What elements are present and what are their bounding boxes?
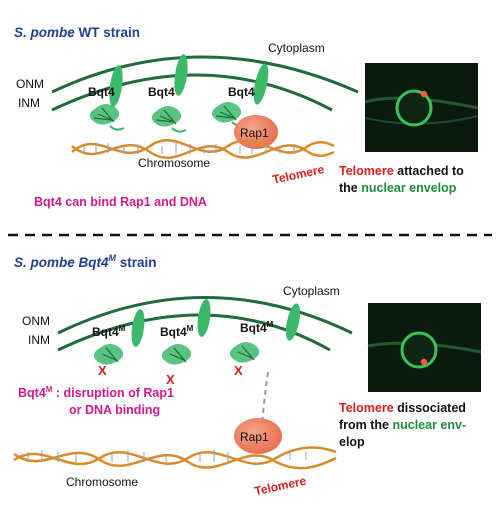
bottom-dna [13, 446, 337, 470]
mutation-x-2: X [166, 372, 175, 387]
bottom-inm-label: INM [28, 333, 50, 347]
top-onm-label: ONM [16, 77, 44, 91]
top-bqt4-label-2: Bqt4 [148, 85, 175, 99]
top-inm-membrane [51, 73, 333, 112]
top-bqt4-domain-1 [89, 104, 125, 131]
top-title: S. pombe WT strain [14, 25, 140, 40]
bottom-caption-line3: elop [339, 435, 365, 449]
top-caption-line2: the nuclear envelop [339, 181, 457, 195]
bottom-bqt4m-label-2: Bqt4M [160, 324, 194, 339]
bottom-microscopy-image [367, 303, 482, 392]
top-microscopy-image [364, 63, 479, 152]
mutation-x-3: X [234, 363, 243, 378]
bottom-bqt4m-domain-3 [229, 342, 260, 363]
top-dna [71, 139, 335, 159]
bottom-rap1 [234, 418, 282, 454]
bottom-onm-membrane [57, 296, 353, 335]
bottom-caption-line1: Telomere dissociated [339, 401, 466, 415]
top-rap1-label: Rap1 [240, 126, 269, 140]
top-bqt4-tm-3 [253, 63, 269, 105]
bottom-bqt4m-tm-3 [285, 303, 301, 341]
top-onm-membrane [51, 55, 359, 94]
top-bqt4-domain-2 [151, 106, 187, 133]
mutation-x-1: X [98, 363, 107, 378]
top-panel: S. pombe WT strain Cytoplasm ONM INM Bqt… [14, 25, 479, 209]
top-bqt4-label-1: Bqt4 [88, 85, 115, 99]
top-bqt4-tm-2 [174, 54, 188, 96]
bottom-caption-line2: from the nuclear env- [339, 418, 466, 432]
top-bqt4-tm-1 [109, 65, 123, 107]
top-bqt4-label-3: Bqt4 [228, 85, 255, 99]
bottom-bqt4m-label-3: Bqt4M [240, 320, 274, 335]
bottom-bqt4m-domain-2 [161, 344, 192, 365]
top-inm-label: INM [18, 96, 40, 110]
bottom-telomere-label: Telomere [253, 474, 308, 499]
bottom-bqt4m-domain-1 [93, 344, 124, 365]
bottom-bqt4m-tm-1 [131, 309, 145, 347]
bottom-onm-label: ONM [22, 314, 50, 328]
bottom-note-line1: Bqt4M : disruption of Rap1 [18, 385, 174, 400]
bottom-cytoplasm-label: Cytoplasm [283, 284, 340, 298]
top-chromosome-label: Chromosome [138, 156, 210, 170]
top-caption-line1: Telomere attached to [339, 164, 464, 178]
top-cytoplasm-label: Cytoplasm [268, 41, 325, 55]
dissociation-arrow [256, 371, 269, 432]
bottom-note-line2: or DNA binding [69, 403, 160, 417]
bottom-bqt4m-tm-2 [197, 299, 211, 337]
bottom-chromosome-label: Chromosome [66, 475, 138, 489]
bottom-bqt4m-label-1: Bqt4M [92, 324, 126, 339]
bottom-title: S. pombe Bqt4M strain [14, 253, 157, 270]
bottom-rap1-label: Rap1 [240, 430, 269, 444]
bottom-panel: S. pombe Bqt4M strain Cytoplasm ONM INM … [13, 253, 482, 499]
top-telomere-label: Telomere [271, 162, 326, 187]
top-note: Bqt4 can bind Rap1 and DNA [34, 195, 207, 209]
